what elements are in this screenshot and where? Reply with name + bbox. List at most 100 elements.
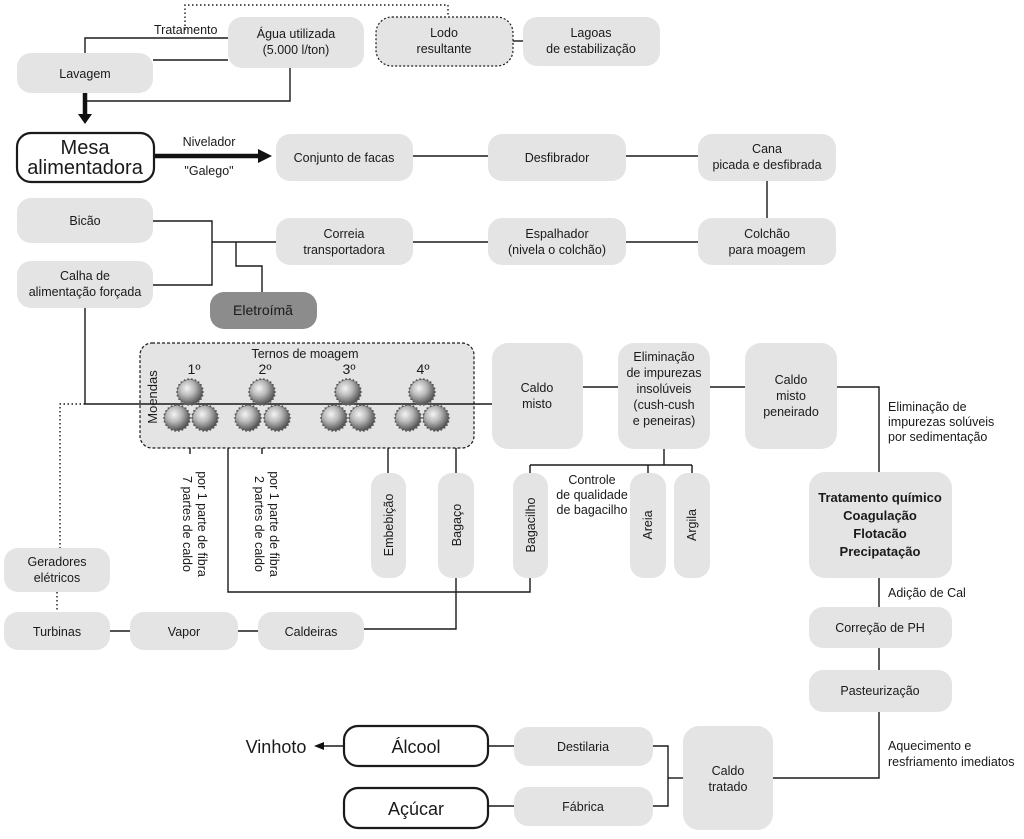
tratamento-quimico-node: Tratamento químico Coagulação Flotacão P…: [809, 472, 952, 578]
mill-roller: [335, 379, 361, 405]
pasteurizacao-label: Pasteurização: [840, 684, 919, 698]
facas-node: Conjunto de facas: [276, 134, 413, 181]
terno-3-label: 3º: [343, 361, 356, 377]
cana-line-2: picada e desfibrada: [712, 158, 821, 172]
calha-node: Calha de alimentação forçada: [17, 261, 153, 308]
fabrica-label: Fábrica: [562, 800, 604, 814]
bagaco-node: Bagaço: [438, 473, 474, 578]
alcool-label: Álcool: [391, 737, 440, 757]
mesa-line-2: alimentadora: [27, 157, 144, 179]
moendas-group: Ternos de moagem Moendas 1º 2º 3º 4º: [139, 342, 475, 449]
turbinas-node: Turbinas: [4, 612, 110, 650]
lagoas-line-2: de estabilização: [546, 42, 636, 56]
aquecimento-line-1: Aquecimento e: [888, 739, 971, 753]
mill-roller: [264, 405, 290, 431]
agua-line-1: Água utilizada: [257, 26, 336, 41]
espalhador-line-1: Espalhador: [525, 227, 588, 241]
colchao-line-2: para moagem: [728, 243, 805, 257]
mill-roller: [349, 405, 375, 431]
nivelador-label: Nivelador: [183, 135, 236, 149]
adicao-cal-label: Adição de Cal: [888, 586, 966, 600]
terno-1-label: 1º: [188, 361, 201, 377]
areia-node: Areia: [630, 473, 666, 578]
cana-node: Cana picada e desfibrada: [698, 134, 836, 181]
tratamento-quimico-line-4: Precipatação: [840, 544, 921, 559]
eliminacao-line-1: Eliminação: [633, 350, 694, 364]
tratamento-quimico-line-1: Tratamento químico: [818, 490, 942, 505]
argila-label: Argila: [685, 509, 699, 541]
correia-line-1: Correia: [324, 227, 365, 241]
mill-roller: [321, 405, 347, 431]
parte7-line-2: por 1 parte de fibra: [195, 471, 209, 577]
correia-node: Correia transportadora: [276, 218, 413, 265]
terno-2-label: 2º: [259, 361, 272, 377]
eliminacao-line-5: e peneiras): [633, 414, 696, 428]
parte7-line-1: 7 partes de caldo: [180, 476, 194, 572]
embebicao-label: Embebição: [382, 494, 396, 557]
caldeiras-node: Caldeiras: [258, 612, 364, 650]
lodo-node: Lodo resultante: [375, 16, 514, 67]
mill-rollers: [162, 377, 451, 433]
vinhoto-label: Vinhoto: [246, 737, 307, 757]
controle-line-3: de bagacilho: [557, 503, 628, 517]
caldo-peneirado-node: Caldo misto peneirado: [745, 343, 837, 449]
colchao-node: Colchão para moagem: [698, 218, 836, 265]
espalhador-line-2: (nivela o colchão): [508, 243, 606, 257]
elim-soluveis-line-3: por sedimentação: [888, 430, 987, 444]
parte2-line-2: por 1 parte de fibra: [267, 471, 281, 577]
bagacilho-node: Bagacilho: [513, 473, 548, 578]
calha-line-1: Calha de: [60, 269, 110, 283]
caldo-misto-line-1: Caldo: [521, 381, 554, 395]
mill-roller: [395, 405, 421, 431]
correia-line-2: transportadora: [303, 243, 384, 257]
tratamento-quimico-line-2: Coagulação: [843, 508, 917, 523]
caldo-tratado-line-1: Caldo: [712, 764, 745, 778]
eliminacao-line-3: insolúveis: [637, 382, 692, 396]
facas-label: Conjunto de facas: [294, 151, 395, 165]
lagoas-line-1: Lagoas: [570, 26, 611, 40]
acucar-label: Açúcar: [388, 799, 444, 819]
destilaria-node: Destilaria: [514, 727, 653, 766]
agua-node: Água utilizada (5.000 l/ton): [228, 17, 364, 68]
caldo-misto-line-2: misto: [522, 397, 552, 411]
bagaco-label: Bagaço: [450, 504, 464, 546]
bagacilho-label: Bagacilho: [524, 498, 538, 553]
caldo-peneirado-line-3: peneirado: [763, 405, 819, 419]
colchao-line-1: Colchão: [744, 227, 790, 241]
caldo-misto-node: Caldo misto: [492, 343, 583, 449]
geradores-line-2: elétricos: [34, 571, 81, 585]
mesa-line-1: Mesa: [61, 137, 111, 159]
geradores-node: Geradores elétricos: [4, 548, 110, 592]
embebicao-node: Embebição: [371, 473, 406, 578]
espalhador-node: Espalhador (nivela o colchão): [488, 218, 626, 265]
eliminacao-line-4: (cush-cush: [633, 398, 694, 412]
desfibrador-label: Desfibrador: [525, 151, 590, 165]
nivelador-sub-label: "Galego": [184, 164, 233, 178]
vapor-node: Vapor: [130, 612, 238, 650]
correcao-ph-label: Correção de PH: [835, 621, 925, 635]
elim-soluveis-line-1: Eliminação de: [888, 400, 967, 414]
calha-line-2: alimentação forçada: [29, 285, 142, 299]
mill-roller: [235, 405, 261, 431]
desfibrador-node: Desfibrador: [488, 134, 626, 181]
bicao-label: Bicão: [69, 214, 100, 228]
mill-roller: [249, 379, 275, 405]
moendas-label: Moendas: [145, 370, 160, 424]
acucar-node: Açúcar: [342, 786, 490, 830]
eliminacao-line-2: de impurezas: [626, 366, 701, 380]
controle-line-1: Controle: [568, 473, 615, 487]
correcao-ph-node: Correção de PH: [809, 607, 952, 648]
terno-4-label: 4º: [417, 361, 430, 377]
eletroima-label: Eletroímã: [233, 302, 293, 318]
tratamento-label: Tratamento: [154, 23, 218, 37]
elim-soluveis-line-2: impurezas solúveis: [888, 415, 994, 429]
mill-roller: [177, 379, 203, 405]
lodo-line-1: Lodo: [430, 26, 458, 40]
alcool-node: Álcool: [342, 724, 490, 768]
fabrica-node: Fábrica: [514, 787, 653, 826]
pasteurizacao-node: Pasteurização: [809, 670, 952, 712]
caldo-tratado-line-2: tratado: [709, 780, 748, 794]
argila-node: Argila: [674, 473, 710, 578]
caldo-peneirado-line-1: Caldo: [775, 373, 808, 387]
